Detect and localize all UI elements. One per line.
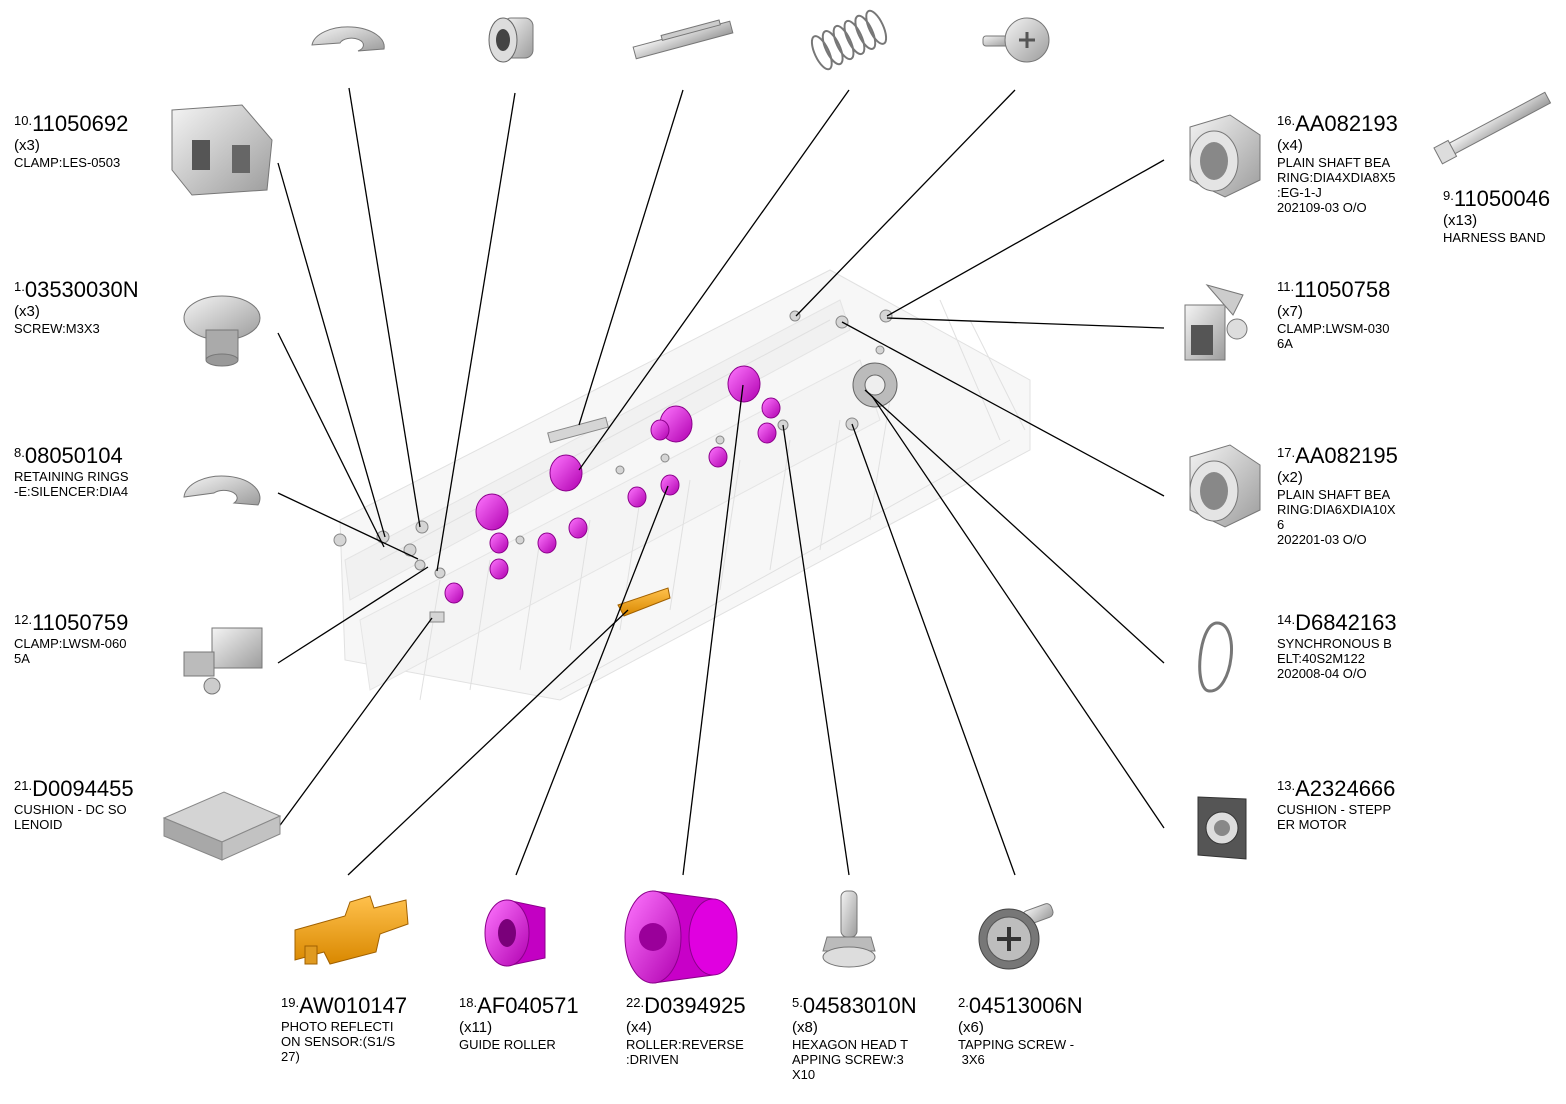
part-label-9: 9.11050046 (x13) HARNESS BAND	[1443, 183, 1566, 245]
assembly-rollers	[444, 365, 781, 604]
plain-bearing-6-icon	[1189, 444, 1261, 528]
part-label-1: 1.03530030N (x3) SCREW:M3X3	[14, 274, 139, 336]
part-quantity: (x6)	[958, 1019, 984, 1036]
part-label-14: 14.D6842163 SYNCHRONOUS B ELT:40S2M122 2…	[1277, 607, 1397, 681]
spring-top-icon	[810, 9, 888, 71]
tapping-screw-icon	[978, 903, 1054, 970]
part-number: 17.AA082195	[1277, 443, 1398, 468]
part-label-2: 2.04513006N (x6) TAPPING SCREW - 3X6	[958, 990, 1083, 1067]
part-number: 9.11050046	[1443, 186, 1551, 211]
assembly	[339, 269, 1031, 701]
part-label-16: 16.AA082193 (x4) PLAIN SHAFT BEA RING:DI…	[1277, 108, 1398, 215]
part-description: SYNCHRONOUS B ELT:40S2M122 202008-04 O/O	[1277, 636, 1392, 681]
synchronous-belt-icon	[1198, 621, 1233, 693]
assembly-sensor	[617, 587, 671, 617]
part-quantity: (x3)	[14, 137, 40, 154]
part-label-5: 5.04583010N (x8) HEXAGON HEAD T APPING S…	[792, 990, 917, 1082]
part-number: 14.D6842163	[1277, 610, 1397, 635]
retaining-ring-top-icon	[311, 26, 385, 52]
tapping-screw-top-icon	[982, 17, 1050, 63]
part-description: CUSHION - DC SO LENOID	[14, 802, 127, 832]
cushion-dc-solenoid-icon	[162, 791, 282, 861]
part-description: GUIDE ROLLER	[459, 1037, 556, 1052]
part-quantity: (x13)	[1443, 212, 1478, 229]
part-label-22: 22.D0394925 (x4) ROLLER:REVERSE :DRIVEN	[626, 990, 746, 1067]
clamp-lwsm-0605-icon	[183, 627, 263, 695]
part-description: ROLLER:REVERSE :DRIVEN	[626, 1037, 744, 1067]
part-number: 22.D0394925	[626, 993, 746, 1018]
part-description: CLAMP:LWSM-060 5A	[14, 636, 127, 666]
part-number: 2.04513006N	[958, 993, 1083, 1018]
part-label-13: 13.A2324666 CUSHION - STEPP ER MOTOR	[1277, 773, 1395, 832]
part-number: 13.A2324666	[1277, 776, 1396, 801]
part-description: CLAMP:LWSM-030 6A	[1277, 321, 1390, 351]
part-description: CUSHION - STEPP ER MOTOR	[1277, 802, 1392, 832]
guide-roller-icon	[484, 899, 546, 967]
part-number: 18.AF040571	[459, 993, 579, 1018]
cushion-stepper-icon	[1197, 796, 1247, 860]
part-quantity: (x2)	[1277, 469, 1303, 486]
part-label-10: 10.11050692 (x3) CLAMP:LES-0503	[14, 108, 128, 170]
part-number: 21.D0094455	[14, 776, 134, 801]
clamp-rail-top-icon	[632, 19, 734, 60]
part-number: 5.04583010N	[792, 993, 917, 1018]
clamp-lwsm-0306-icon	[1184, 284, 1248, 361]
part-description: TAPPING SCREW - 3X6	[958, 1037, 1075, 1067]
part-label-21: 21.D0094455 CUSHION - DC SO LENOID	[14, 773, 134, 832]
clamp-les-icon	[171, 104, 273, 196]
screw-m3-icon	[183, 295, 261, 367]
part-number: 1.03530030N	[14, 277, 139, 302]
part-quantity: (x8)	[792, 1019, 818, 1036]
part-quantity: (x11)	[459, 1019, 493, 1036]
part-quantity: (x3)	[14, 303, 40, 320]
part-description: PLAIN SHAFT BEA RING:DIA4XDIA8X5 :EG-1-J…	[1277, 155, 1396, 215]
part-quantity: (x4)	[626, 1019, 652, 1036]
part-number: 19.AW010147	[281, 993, 408, 1018]
plain-bearing-4-icon	[1189, 114, 1261, 198]
leader-lines	[277, 87, 1165, 876]
hex-head-screw-icon	[822, 890, 876, 968]
part-label-17: 17.AA082195 (x2) PLAIN SHAFT BEA RING:DI…	[1277, 440, 1398, 547]
part-label-11: 11.11050758 (x7) CLAMP:LWSM-030 6A	[1277, 274, 1390, 351]
part-label-8: 8.08050104 RETAINING RINGS -E:SILENCER:D…	[14, 440, 129, 499]
part-number: 11.11050758	[1277, 277, 1391, 302]
harness-band-icon	[1433, 91, 1552, 165]
plain-bearing-top-icon	[488, 17, 534, 63]
part-label-12: 12.11050759 CLAMP:LWSM-060 5A	[14, 607, 128, 666]
part-description: RETAINING RINGS -E:SILENCER:DIA4	[14, 469, 129, 499]
photo-sensor-icon	[294, 895, 409, 965]
part-description: HEXAGON HEAD T APPING SCREW:3 X10	[792, 1037, 909, 1082]
part-description: PLAIN SHAFT BEA RING:DIA6XDIA10X 6 20220…	[1277, 487, 1396, 547]
part-label-19: 19.AW010147 PHOTO REFLECTI ON SENSOR:(S1…	[281, 990, 407, 1064]
part-quantity: (x7)	[1277, 303, 1303, 320]
retaining-ring-icon	[183, 475, 261, 506]
part-quantity: (x4)	[1277, 137, 1303, 154]
part-description: PHOTO REFLECTI ON SENSOR:(S1/S 27)	[281, 1019, 396, 1064]
part-number: 16.AA082193	[1277, 111, 1398, 136]
part-description: CLAMP:LES-0503	[14, 155, 121, 170]
part-label-18: 18.AF040571 (x11) GUIDE ROLLER	[459, 990, 579, 1052]
part-description: SCREW:M3X3	[14, 321, 100, 336]
part-number: 10.11050692	[14, 111, 129, 136]
part-number: 8.08050104	[14, 443, 123, 468]
part-number: 12.11050759	[14, 610, 129, 635]
reverse-roller-icon	[624, 890, 738, 984]
assembly-motor	[852, 362, 898, 408]
part-description: HARNESS BAND	[1443, 230, 1546, 245]
